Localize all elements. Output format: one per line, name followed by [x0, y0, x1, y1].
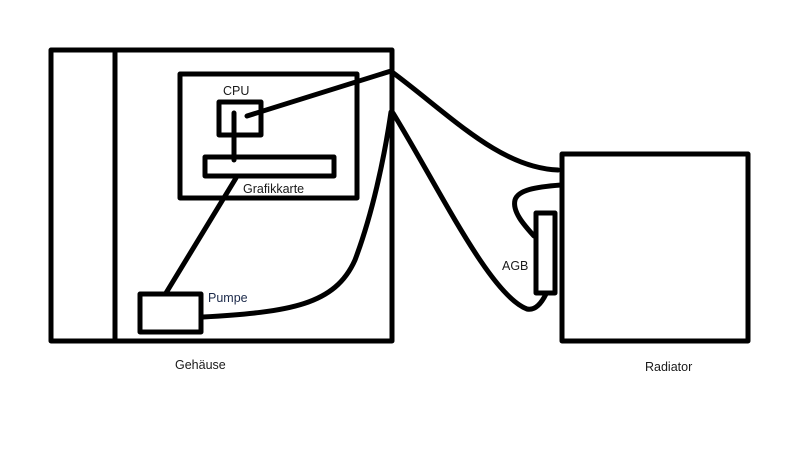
pump-label: Pumpe: [208, 291, 248, 305]
tube-reservoir-to-case: [390, 110, 549, 312]
gpu-box: [202, 154, 337, 179]
tube-case-to-radiator: [389, 69, 561, 173]
pump-box: [137, 291, 204, 335]
radiator-label: Radiator: [645, 360, 692, 374]
tube-pump-to-case: [200, 109, 394, 320]
tube-gpu-to-pump: [163, 175, 239, 296]
gpu-label: Grafikkarte: [243, 182, 304, 196]
cpu-box: [216, 99, 264, 138]
cpu-label: CPU: [223, 84, 249, 98]
radiator-box: [559, 151, 751, 344]
reservoir-box: [533, 210, 558, 296]
tube-cpu-to-case: [244, 68, 394, 119]
case-label: Gehäuse: [175, 358, 226, 372]
motherboard-box: [177, 71, 360, 201]
reservoir-label: AGB: [502, 259, 528, 273]
tube-radiator-to-reservoir: [512, 182, 564, 239]
case-box: [48, 47, 395, 344]
